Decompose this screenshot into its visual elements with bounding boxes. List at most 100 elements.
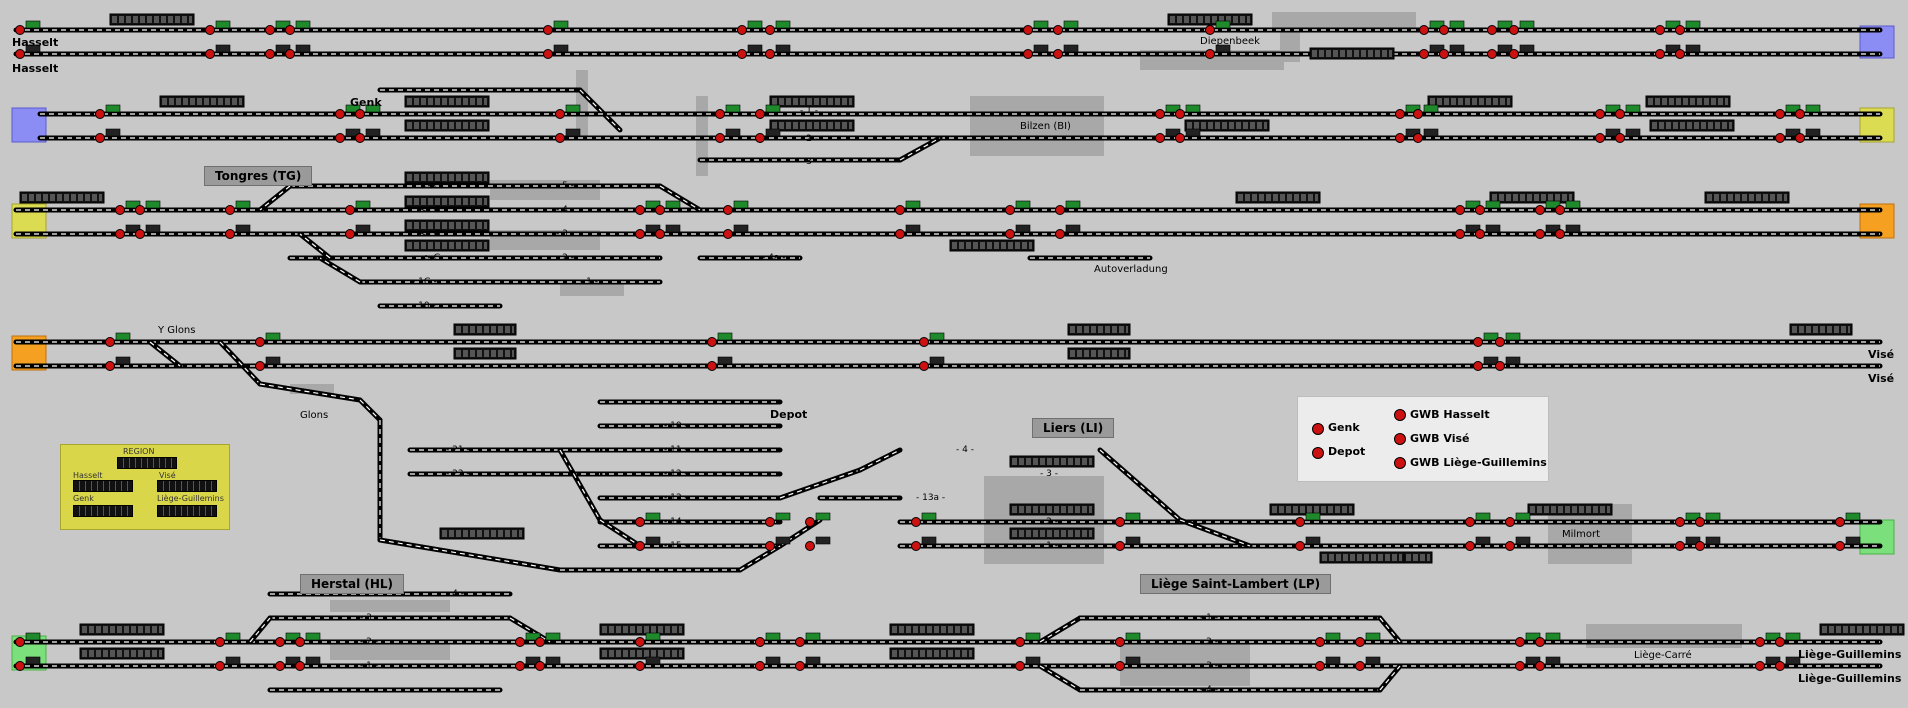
signal-box[interactable] xyxy=(775,20,791,29)
signal-box[interactable] xyxy=(815,512,831,521)
signal-box[interactable] xyxy=(1765,632,1781,641)
signal-box[interactable] xyxy=(733,200,749,209)
signal-box[interactable] xyxy=(1497,44,1513,53)
signal-icon[interactable] xyxy=(215,637,225,647)
signal-box[interactable] xyxy=(1785,632,1801,641)
signal-box[interactable] xyxy=(1605,104,1621,113)
signal-icon[interactable] xyxy=(1419,49,1429,59)
signal-icon[interactable] xyxy=(1115,517,1125,527)
signal-box[interactable] xyxy=(1405,104,1421,113)
signal-icon[interactable] xyxy=(1455,229,1465,239)
signal-box[interactable] xyxy=(25,44,41,53)
signal-box[interactable] xyxy=(1125,656,1141,665)
signal-icon[interactable] xyxy=(15,637,25,647)
signal-icon[interactable] xyxy=(1315,661,1325,671)
signal-box[interactable] xyxy=(365,128,381,137)
signal-icon[interactable] xyxy=(1395,109,1405,119)
signal-box[interactable] xyxy=(1305,512,1321,521)
signal-icon[interactable] xyxy=(335,109,345,119)
signal-box[interactable] xyxy=(645,656,661,665)
signal-icon[interactable] xyxy=(919,337,929,347)
gwb-hasselt-icon[interactable] xyxy=(1394,409,1406,421)
signal-icon[interactable] xyxy=(1055,229,1065,239)
signal-box[interactable] xyxy=(1215,44,1231,53)
signal-icon[interactable] xyxy=(205,49,215,59)
signal-box[interactable] xyxy=(25,632,41,641)
signal-box[interactable] xyxy=(1519,20,1535,29)
signal-box[interactable] xyxy=(747,20,763,29)
signal-box[interactable] xyxy=(929,356,945,365)
signal-box[interactable] xyxy=(225,632,241,641)
signal-icon[interactable] xyxy=(1555,229,1565,239)
signal-box[interactable] xyxy=(545,632,561,641)
signal-box[interactable] xyxy=(665,224,681,233)
signal-box[interactable] xyxy=(345,104,361,113)
signal-box[interactable] xyxy=(1785,656,1801,665)
signal-icon[interactable] xyxy=(1155,109,1165,119)
signal-icon[interactable] xyxy=(295,637,305,647)
signal-box[interactable] xyxy=(717,332,733,341)
signal-icon[interactable] xyxy=(1515,661,1525,671)
signal-icon[interactable] xyxy=(765,517,775,527)
signal-icon[interactable] xyxy=(1535,229,1545,239)
signal-icon[interactable] xyxy=(1455,205,1465,215)
signal-icon[interactable] xyxy=(1023,25,1033,35)
signal-box[interactable] xyxy=(1063,44,1079,53)
signal-icon[interactable] xyxy=(1055,205,1065,215)
signal-icon[interactable] xyxy=(723,229,733,239)
signal-icon[interactable] xyxy=(1835,517,1845,527)
signal-box[interactable] xyxy=(805,632,821,641)
signal-box[interactable] xyxy=(1475,536,1491,545)
signal-box[interactable] xyxy=(775,512,791,521)
signal-box[interactable] xyxy=(1483,356,1499,365)
signal-icon[interactable] xyxy=(1053,25,1063,35)
signal-icon[interactable] xyxy=(655,229,665,239)
signal-box[interactable] xyxy=(1465,224,1481,233)
signal-box[interactable] xyxy=(285,632,301,641)
signal-box[interactable] xyxy=(1423,104,1439,113)
signal-icon[interactable] xyxy=(919,361,929,371)
signal-icon[interactable] xyxy=(95,109,105,119)
signal-box[interactable] xyxy=(1625,104,1641,113)
signal-icon[interactable] xyxy=(1355,661,1365,671)
signal-box[interactable] xyxy=(1565,200,1581,209)
signal-box[interactable] xyxy=(1505,332,1521,341)
signal-box[interactable] xyxy=(645,200,661,209)
signal-icon[interactable] xyxy=(1515,637,1525,647)
signal-box[interactable] xyxy=(105,128,121,137)
legend-gwb-vise[interactable]: GWB Visé xyxy=(1410,432,1470,445)
signal-box[interactable] xyxy=(765,104,781,113)
signal-icon[interactable] xyxy=(755,637,765,647)
signal-box[interactable] xyxy=(645,512,661,521)
signal-box[interactable] xyxy=(1065,200,1081,209)
signal-icon[interactable] xyxy=(285,49,295,59)
signal-icon[interactable] xyxy=(1675,517,1685,527)
legend-gwb-hasselt[interactable]: GWB Hasselt xyxy=(1410,408,1490,421)
signal-icon[interactable] xyxy=(755,109,765,119)
legend-genk[interactable]: Genk xyxy=(1328,421,1360,434)
signal-icon[interactable] xyxy=(805,541,815,551)
signal-box[interactable] xyxy=(1545,632,1561,641)
signal-icon[interactable] xyxy=(1015,661,1025,671)
signal-icon[interactable] xyxy=(715,133,725,143)
signal-box[interactable] xyxy=(1429,44,1445,53)
signal-box[interactable] xyxy=(1565,224,1581,233)
signal-icon[interactable] xyxy=(105,361,115,371)
signal-box[interactable] xyxy=(1475,512,1491,521)
signal-icon[interactable] xyxy=(1475,205,1485,215)
signal-box[interactable] xyxy=(1165,104,1181,113)
signal-icon[interactable] xyxy=(225,205,235,215)
signal-icon[interactable] xyxy=(1155,133,1165,143)
signal-icon[interactable] xyxy=(355,133,365,143)
signal-box[interactable] xyxy=(1449,44,1465,53)
signal-icon[interactable] xyxy=(275,637,285,647)
signal-box[interactable] xyxy=(725,104,741,113)
signal-icon[interactable] xyxy=(1473,361,1483,371)
signal-box[interactable] xyxy=(225,656,241,665)
signal-icon[interactable] xyxy=(895,229,905,239)
signal-icon[interactable] xyxy=(1205,49,1215,59)
signal-box[interactable] xyxy=(215,44,231,53)
signal-box[interactable] xyxy=(1015,224,1031,233)
signal-icon[interactable] xyxy=(95,133,105,143)
signal-box[interactable] xyxy=(105,104,121,113)
